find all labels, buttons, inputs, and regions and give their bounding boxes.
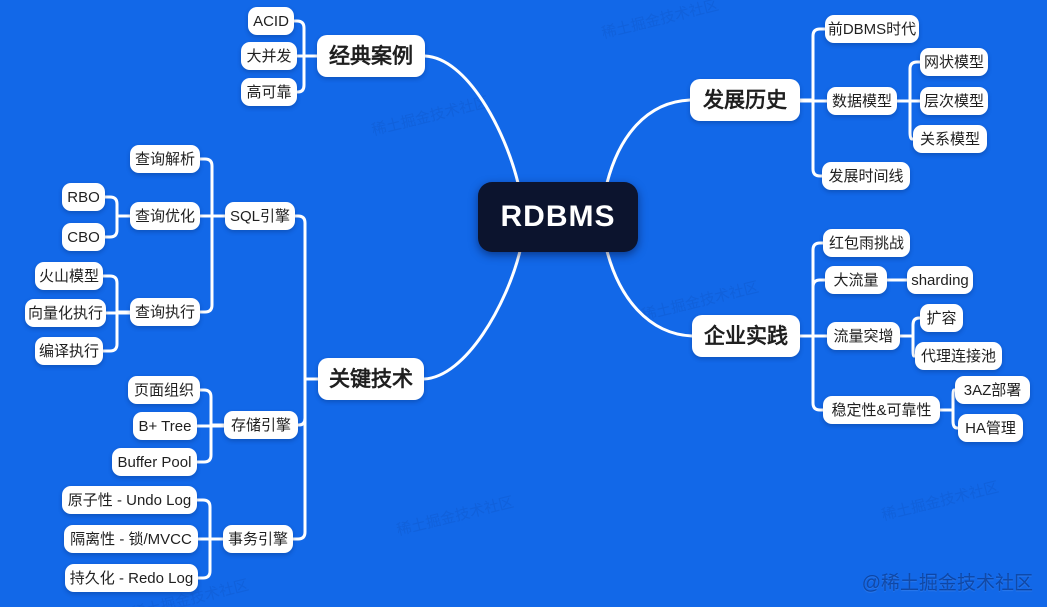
node-data-model[interactable]: 数据模型 [827, 87, 897, 115]
node-label: 关系模型 [919, 130, 980, 148]
node-transaction-engine[interactable]: 事务引擎 [223, 525, 293, 553]
node-label: 红包雨挑战 [828, 234, 904, 252]
node-label: 数据模型 [831, 92, 892, 110]
node-label: 存储引擎 [230, 416, 291, 434]
node-ha-management[interactable]: HA管理 [958, 414, 1023, 442]
node-storage-engine[interactable]: 存储引擎 [224, 411, 298, 439]
node-b-plus-tree[interactable]: B+ Tree [133, 412, 197, 440]
node-sql-engine[interactable]: SQL引擎 [225, 202, 295, 230]
node-acid[interactable]: ACID [248, 7, 294, 35]
node-label: 前DBMS时代 [827, 20, 917, 38]
node-hierarchical-model[interactable]: 层次模型 [920, 87, 988, 115]
watermark: @稀土掘金技术社区 [861, 573, 1033, 594]
node-label: ACID [253, 12, 289, 30]
node-label: 大流量 [833, 271, 879, 289]
node-scale-out[interactable]: 扩容 [920, 304, 963, 332]
node-red-packet-challenge[interactable]: 红包雨挑战 [823, 229, 910, 257]
node-big-traffic[interactable]: 大流量 [825, 266, 887, 294]
node-relational-model[interactable]: 关系模型 [913, 125, 987, 153]
node-label: B+ Tree [138, 417, 192, 435]
node-label: Buffer Pool [117, 453, 192, 471]
branch-key-tech[interactable]: 关键技术 [318, 358, 424, 400]
node-label: 扩容 [926, 309, 957, 327]
root-node-rdbms[interactable]: RDBMS [478, 182, 638, 252]
node-label: sharding [911, 271, 969, 289]
node-label: 层次模型 [923, 92, 984, 110]
node-label: 3AZ部署 [963, 381, 1022, 399]
node-label: 流量突增 [833, 327, 894, 345]
node-rbo[interactable]: RBO [62, 183, 105, 211]
node-label: 查询解析 [134, 150, 195, 168]
node-dev-timeline[interactable]: 发展时间线 [822, 162, 910, 190]
node-label: 向量化执行 [27, 304, 103, 322]
branch-history[interactable]: 发展历史 [690, 79, 800, 121]
node-isolation-lock-mvcc[interactable]: 隔离性 - 锁/MVCC [64, 525, 198, 553]
node-query-optimize[interactable]: 查询优化 [130, 202, 200, 230]
node-label: 发展时间线 [828, 167, 904, 185]
node-label: 稳定性&可靠性 [831, 401, 932, 419]
node-label: 隔离性 - 锁/MVCC [70, 530, 192, 548]
node-label: 事务引擎 [227, 530, 288, 548]
watermark-tile: 稀土掘金技术社区 [369, 93, 491, 140]
watermark-tile: 稀土掘金技术社区 [879, 478, 1001, 525]
branch-label: 经典案例 [329, 44, 413, 68]
branch-label: 企业实践 [704, 324, 788, 348]
branch-label: 关键技术 [329, 367, 413, 391]
node-atomicity-undo-log[interactable]: 原子性 - Undo Log [62, 486, 197, 514]
node-label: 网状模型 [923, 53, 984, 71]
node-compiled-exec[interactable]: 编译执行 [35, 337, 103, 365]
node-pre-dbms-era[interactable]: 前DBMS时代 [825, 15, 919, 43]
branch-label: 发展历史 [703, 88, 787, 112]
node-high-concurrency[interactable]: 大并发 [241, 42, 297, 70]
branch-enterprise-practice[interactable]: 企业实践 [692, 315, 800, 357]
watermark-tile: 稀土掘金技术社区 [599, 0, 721, 43]
node-label: HA管理 [965, 419, 1016, 437]
node-durability-redo-log[interactable]: 持久化 - Redo Log [65, 564, 198, 592]
node-label: 原子性 - Undo Log [67, 491, 192, 509]
node-label: 代理连接池 [920, 347, 996, 365]
node-label: 查询执行 [134, 303, 195, 321]
node-traffic-surge[interactable]: 流量突增 [827, 322, 900, 350]
node-label: 页面组织 [133, 381, 194, 399]
watermark-tile: 稀土掘金技术社区 [394, 493, 516, 540]
node-cbo[interactable]: CBO [62, 223, 105, 251]
root-label: RDBMS [500, 200, 616, 233]
node-label: SQL引擎 [229, 207, 290, 225]
node-label: CBO [67, 228, 100, 246]
node-network-model[interactable]: 网状模型 [920, 48, 988, 76]
node-label: 持久化 - Redo Log [69, 569, 194, 587]
node-volcano-model[interactable]: 火山模型 [35, 262, 103, 290]
node-label: RBO [67, 188, 100, 206]
node-vectorized-exec[interactable]: 向量化执行 [25, 299, 106, 327]
node-buffer-pool[interactable]: Buffer Pool [112, 448, 197, 476]
node-query-execute[interactable]: 查询执行 [130, 298, 200, 326]
node-query-parse[interactable]: 查询解析 [130, 145, 200, 173]
node-stability-reliability[interactable]: 稳定性&可靠性 [823, 396, 940, 424]
node-sharding[interactable]: sharding [907, 266, 973, 294]
node-label: 高可靠 [246, 83, 292, 101]
node-page-organization[interactable]: 页面组织 [128, 376, 200, 404]
branch-classic-cases[interactable]: 经典案例 [317, 35, 425, 77]
node-proxy-connection-pool[interactable]: 代理连接池 [915, 342, 1002, 370]
node-label: 查询优化 [134, 207, 195, 225]
node-3az-deployment[interactable]: 3AZ部署 [955, 376, 1030, 404]
node-label: 编译执行 [38, 342, 99, 360]
node-label: 火山模型 [38, 267, 99, 285]
node-high-reliability[interactable]: 高可靠 [241, 78, 297, 106]
node-label: 大并发 [246, 47, 292, 65]
